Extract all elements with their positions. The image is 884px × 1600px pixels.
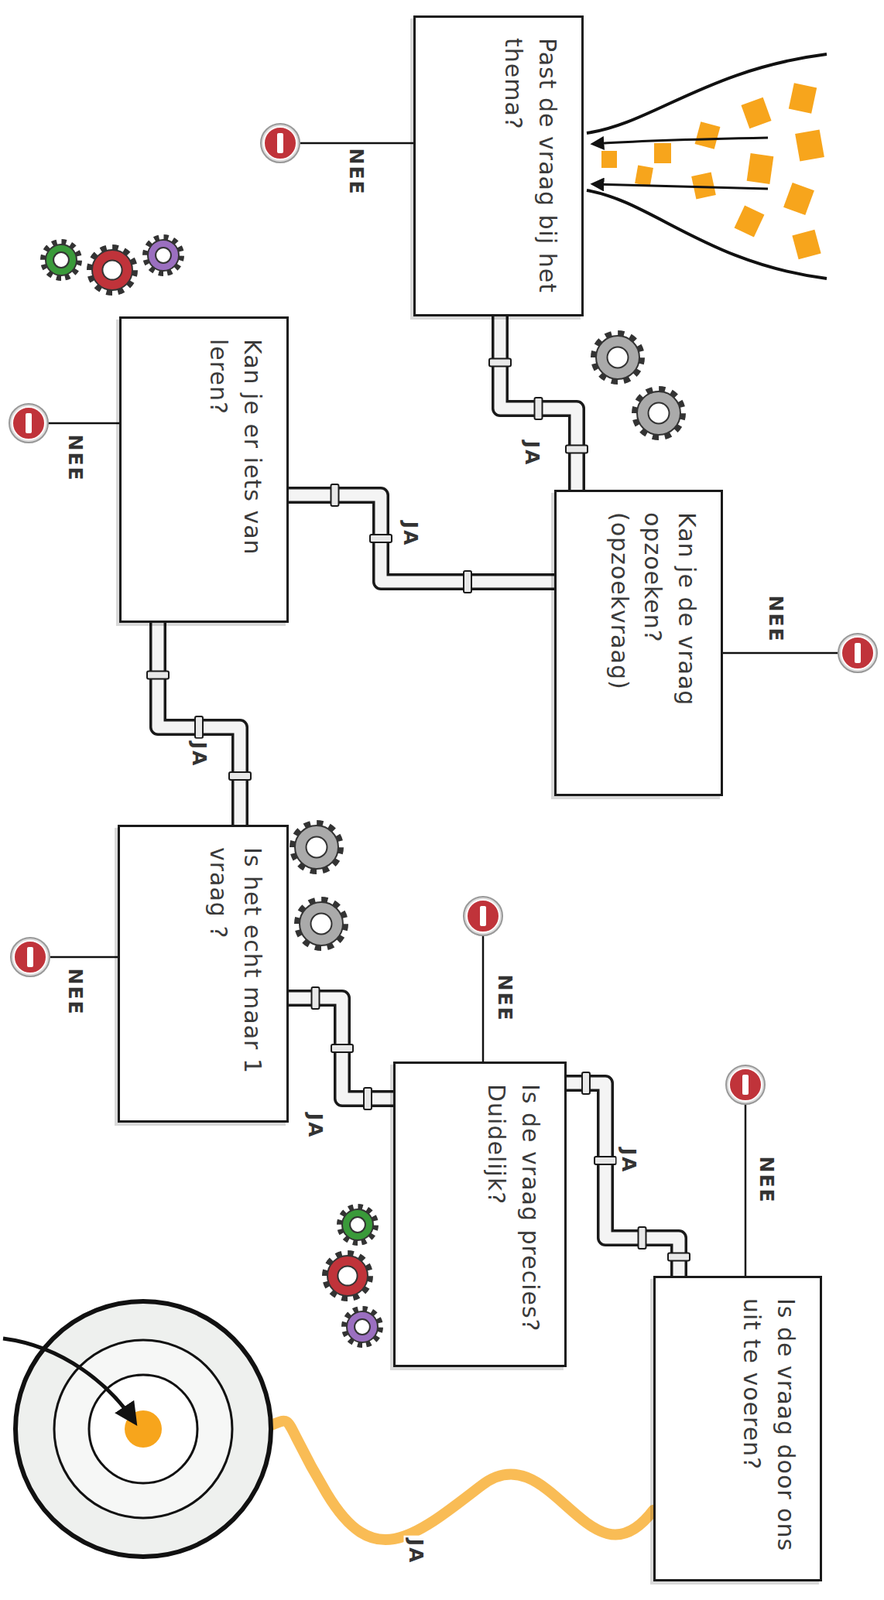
gear bbox=[637, 391, 681, 436]
process-box: Is het echt maar 1 vraag ? bbox=[117, 825, 289, 1124]
gear bbox=[299, 902, 343, 946]
answer-label: NEE bbox=[754, 1153, 779, 1207]
gear-hub bbox=[648, 403, 670, 425]
process-box: Kan je de vraag opzoeken? (opzoekvraag) bbox=[554, 489, 723, 797]
answer-label: NEE bbox=[63, 431, 88, 485]
box-text: Is het echt maar 1 vraag ? bbox=[202, 847, 270, 1101]
gear-hub bbox=[155, 247, 172, 264]
pipe-connector bbox=[566, 1072, 690, 1277]
gear-teeth bbox=[345, 1310, 380, 1345]
gear-hub bbox=[349, 1217, 366, 1234]
edge-label: JA bbox=[616, 1145, 641, 1178]
gear bbox=[294, 825, 339, 870]
answer-label: NEE bbox=[493, 971, 518, 1025]
gear bbox=[327, 1256, 368, 1297]
gear-teeth bbox=[325, 1254, 370, 1299]
answer-label: NEE bbox=[344, 144, 369, 199]
edge-label: JA bbox=[398, 518, 423, 551]
gear-teeth bbox=[44, 243, 79, 278]
process-box: Is de vraag precies? Duidelijk? bbox=[393, 1062, 567, 1368]
gear-teeth bbox=[298, 901, 345, 948]
gear-teeth bbox=[340, 1208, 375, 1243]
gear bbox=[92, 250, 133, 291]
gear-hub bbox=[337, 1266, 357, 1286]
box-text: Is de vraag precies? Duidelijk? bbox=[479, 1084, 548, 1346]
gear bbox=[596, 335, 640, 380]
edge-label: JA bbox=[187, 739, 212, 771]
gear-hub bbox=[53, 252, 69, 268]
gear-teeth bbox=[293, 824, 340, 871]
gear-hub bbox=[311, 914, 333, 936]
pipe-connector bbox=[147, 623, 251, 826]
answer-label: NEE bbox=[764, 592, 789, 646]
gear-teeth bbox=[594, 334, 641, 381]
process-box: Kan je er iets van leren? bbox=[119, 316, 289, 624]
gear-hub bbox=[102, 260, 122, 280]
answer-label: JA bbox=[404, 1536, 429, 1569]
pipe-connector bbox=[288, 987, 394, 1111]
gear-hub bbox=[354, 1319, 371, 1336]
gear bbox=[45, 244, 77, 276]
gear bbox=[346, 1312, 378, 1344]
process-box: Is de vraag door ons uit te voeren? bbox=[653, 1276, 823, 1583]
box-text: Kan je de vraag opzoeken? (opzoekvraag) bbox=[603, 512, 705, 775]
edge-label: JA bbox=[303, 1110, 328, 1143]
edge-label: JA bbox=[520, 438, 545, 470]
answer-label: NEE bbox=[63, 965, 88, 1019]
funnel bbox=[586, 54, 827, 279]
gear bbox=[147, 239, 179, 271]
box-text: Kan je er iets van leren? bbox=[202, 339, 270, 601]
gear-teeth bbox=[90, 248, 134, 292]
gear-teeth bbox=[635, 390, 682, 437]
box-text: Past de vraag bij het thema? bbox=[496, 37, 565, 295]
gear-teeth bbox=[146, 238, 181, 273]
gear-hub bbox=[607, 347, 629, 369]
pipe-connector bbox=[288, 484, 555, 593]
box-text: Is de vraag door ons uit te voeren? bbox=[735, 1298, 803, 1560]
pipe-connector bbox=[489, 316, 588, 490]
gear-hub bbox=[306, 837, 328, 859]
process-box: Past de vraag bij het thema? bbox=[413, 15, 584, 317]
gear bbox=[342, 1209, 374, 1241]
